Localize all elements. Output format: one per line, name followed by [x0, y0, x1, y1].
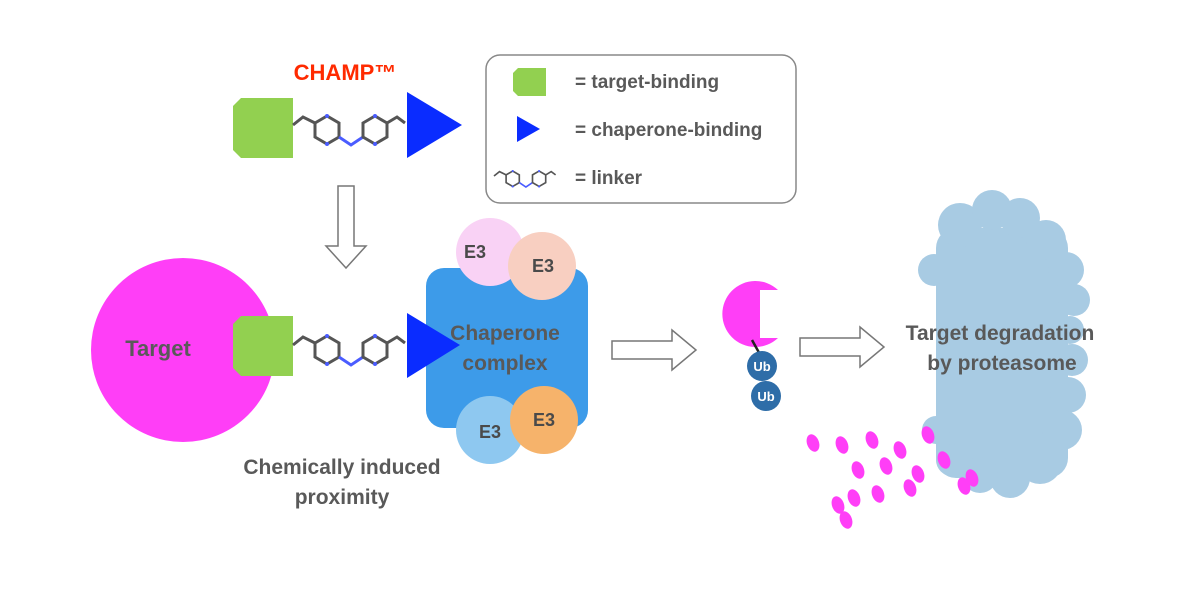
e3-ligase-blue: [456, 396, 524, 464]
right-arrow-icon-2: [799, 325, 886, 369]
linker-molecule: [291, 112, 407, 148]
champ-molecule: [233, 92, 462, 158]
ubiquitin-1: [747, 351, 777, 381]
e3-label-2: E3: [532, 256, 554, 276]
legend-target-binding-label: = target-binding: [575, 72, 719, 93]
down-arrow-icon: [324, 185, 368, 270]
target-binding-block-bound: [233, 316, 293, 376]
e3-ligase-salmon: [508, 232, 576, 300]
legend-target-binding-icon: [513, 68, 546, 96]
target-protein: [91, 258, 275, 442]
legend-chaperone-binding-icon: [517, 116, 540, 142]
e3-label-4: E3: [533, 410, 555, 430]
legend-linker-label: = linker: [575, 168, 643, 189]
degradation-label-line1: Target degradation: [906, 322, 1095, 345]
proteasome: [918, 190, 1090, 498]
ub-label-2: Ub: [757, 389, 774, 404]
legend: = target-binding = chaperone-binding = l…: [485, 54, 797, 204]
degradation-label-line2: by proteasome: [927, 352, 1076, 375]
champ-title: CHAMP™: [294, 60, 397, 85]
target-label: Target: [125, 336, 191, 361]
ub-label-1: Ub: [753, 359, 770, 374]
chaperone-label-line1: Chaperone: [450, 322, 560, 345]
chaperone-label-line2: complex: [462, 352, 548, 375]
e3-label-1: E3: [464, 242, 486, 262]
chaperone-binding-triangle-bound: [407, 313, 460, 378]
ubiquitinated-target: Ub Ub: [722, 281, 782, 411]
e3-ligase-pink: [456, 218, 524, 286]
legend-chaperone-binding-label: = chaperone-binding: [575, 120, 762, 141]
proximity-label-line1: Chemically induced: [243, 456, 440, 479]
e3-label-3: E3: [479, 422, 501, 442]
ubiquitin-2: [751, 381, 781, 411]
target-binding-block: [233, 98, 293, 158]
right-arrow-icon-1: [611, 328, 698, 372]
peptide-fragments: [806, 426, 979, 529]
proximity-label-line2: proximity: [295, 486, 390, 509]
e3-ligase-orange: [510, 386, 578, 454]
chaperone-binding-triangle: [407, 92, 462, 158]
linker-molecule-bound: [291, 332, 407, 368]
